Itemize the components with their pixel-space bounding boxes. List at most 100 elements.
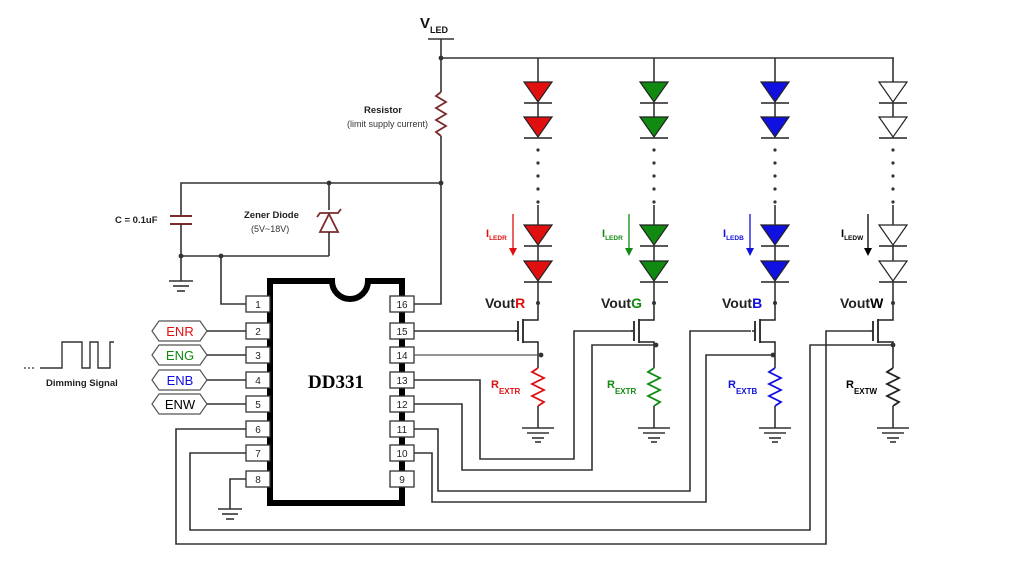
pin-right-14: 14 [389, 346, 415, 364]
pin-right-9: 9 [389, 470, 415, 488]
pin-left-4: 4 [245, 371, 271, 389]
pin-number: 12 [396, 400, 408, 411]
dd331-chip: DD331 [267, 278, 405, 506]
bias-network: C = 0.1uF Zener Diode (5V~18V) [115, 180, 444, 305]
rext-label: REXTR [491, 379, 521, 396]
vout-suffix: G [631, 295, 642, 311]
pin-number: 2 [255, 327, 261, 338]
dimming-label: Dimming Signal [46, 378, 118, 389]
pin-left-2: 2 [245, 322, 271, 340]
pin-number: 3 [255, 351, 261, 362]
vout-suffix: W [870, 295, 884, 311]
pin-number: 4 [255, 376, 261, 387]
current-label: ILEDR [602, 228, 623, 242]
chip-name: DD331 [308, 372, 364, 393]
pin-left-3: 3 [245, 346, 271, 364]
rext-main: R [491, 379, 499, 391]
capacitor-label: C = 0.1uF [115, 215, 158, 226]
vout-prefix: Vout [840, 295, 870, 311]
led-channels: ILEDRVoutRREXTRILEDRVoutGREXTRILEDBVoutB… [485, 58, 909, 443]
current-label-main: I [841, 228, 844, 240]
rext-label: REXTW [846, 379, 878, 396]
pin-right-11: 11 [389, 420, 415, 438]
resistor-title: Resistor [364, 105, 402, 116]
enable-enb: ENB [151, 369, 246, 391]
pin-number: 7 [255, 449, 261, 460]
enable-label: ENG [166, 348, 194, 363]
enable-label: ENB [167, 373, 194, 388]
rext-label: REXTB [728, 379, 758, 396]
routing-wires [175, 330, 896, 545]
channel-w: ILEDW VoutW REXTW [840, 58, 909, 443]
pin-number: 10 [396, 449, 408, 460]
rext-sub: EXTW [854, 387, 878, 396]
rext-main: R [728, 379, 736, 391]
zener-title: Zener Diode [244, 210, 299, 221]
capacitor [169, 215, 193, 292]
pin-number: 14 [396, 351, 408, 362]
current-label-main: I [486, 228, 489, 240]
zener-note: (5V~18V) [251, 224, 289, 234]
zener-diode [316, 183, 342, 256]
current-label-sub: LEDB [726, 235, 744, 242]
pin-number: 5 [255, 400, 261, 411]
pin-left-7: 7 [245, 444, 271, 462]
current-label-sub: LEDW [844, 235, 864, 242]
pin-right-12: 12 [389, 395, 415, 413]
vout-label: VoutB [722, 295, 762, 311]
pin-number: 9 [399, 475, 405, 486]
external-resistor [877, 362, 909, 443]
pins-left: 1 2 3 4 5 6 7 8 [245, 295, 271, 488]
rext-sub: EXTR [499, 387, 521, 396]
external-resistor [759, 362, 791, 443]
svg-text:VLED: VLED [420, 15, 449, 35]
vout-label: VoutW [840, 295, 884, 311]
pin-number: 11 [397, 425, 408, 436]
vout-prefix: Vout [485, 295, 515, 311]
external-resistor [638, 362, 670, 443]
pin8-ground [218, 478, 246, 520]
pin-left-6: 6 [245, 420, 271, 438]
vout-label: VoutG [601, 295, 642, 311]
pin-left-1: 1 [245, 295, 271, 313]
rext-main: R [607, 379, 615, 391]
vout-prefix: Vout [601, 295, 631, 311]
pin-number: 8 [255, 475, 261, 486]
pin-number: 6 [255, 425, 261, 436]
rext-sub: EXTR [615, 387, 637, 396]
pin-number: 16 [396, 300, 408, 311]
channel-b: ILEDB VoutB REXTB [722, 58, 791, 443]
supply-resistor: Resistor (limit supply current) [347, 58, 448, 183]
current-label-main: I [723, 228, 726, 240]
enable-enr: ENR [151, 320, 246, 342]
rext-sub: EXTB [736, 387, 758, 396]
current-label-sub: LEDR [605, 235, 623, 242]
rext-label: REXTR [607, 379, 637, 396]
pin-right-13: 13 [389, 371, 415, 389]
rext-main: R [846, 379, 854, 391]
vled-label-sub: LED [430, 25, 449, 35]
pin-number: 13 [396, 376, 408, 387]
led-string [522, 81, 554, 283]
vout-prefix: Vout [722, 295, 752, 311]
enable-label: ENR [166, 324, 193, 339]
led-string [759, 81, 791, 283]
channel-g: ILEDR VoutG REXTR [601, 58, 670, 443]
current-label: ILEDR [486, 228, 507, 242]
current-label-sub: LEDR [489, 235, 507, 242]
mosfet [870, 318, 894, 362]
enable-eng: ENG [151, 344, 246, 366]
vout-suffix: B [752, 295, 762, 311]
pin-left-8: 8 [245, 470, 271, 488]
pin-right-15: 15 [389, 322, 415, 340]
external-resistor [522, 362, 554, 443]
mosfet [631, 318, 655, 362]
pins-right: 16 15 14 13 12 11 10 9 [389, 295, 415, 488]
dimming-signal: Dimming Signal [24, 341, 118, 389]
vled-supply: VLED [420, 15, 894, 61]
pin-number: 15 [396, 327, 408, 338]
vout-label: VoutR [485, 295, 525, 311]
pin-right-16: 16 [389, 295, 415, 313]
